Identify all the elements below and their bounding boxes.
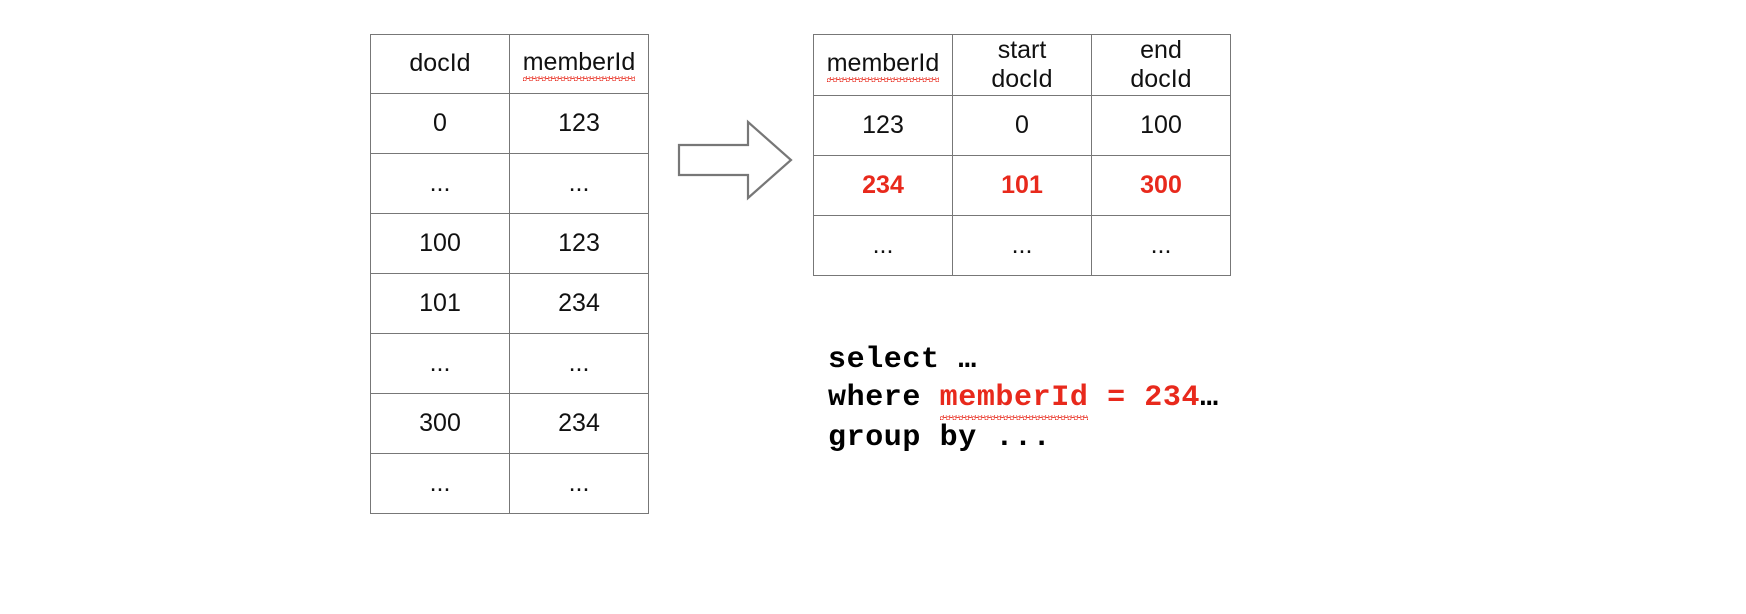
cell-start-docid: 101 [952, 155, 1092, 216]
table-header-row: memberId start docId end docId [813, 34, 1231, 96]
table-row: 100 123 [370, 213, 649, 274]
column-header-docid: docId [370, 34, 510, 94]
table-row-highlighted: 234 101 300 [813, 155, 1231, 216]
sql-keyword-groupby: group by [828, 421, 977, 455]
cell-docid: 0 [370, 93, 510, 154]
cell-memberid: 123 [509, 93, 649, 154]
cell-memberid: 123 [509, 213, 649, 274]
cell-docid: ... [370, 453, 510, 514]
block-arrow-right-icon [676, 118, 794, 202]
left-doc-member-table: docId memberId 0 123 ... ... 100 123 101… [370, 34, 649, 514]
sql-keyword-select: select [828, 343, 940, 377]
sql-line-select: select … [828, 341, 1219, 379]
cell-start-docid: ... [952, 215, 1092, 276]
column-header-memberid: memberId [813, 34, 953, 96]
table-row: ... ... [370, 153, 649, 214]
column-header-end-docid-line1: end [1140, 35, 1182, 64]
sql-groupby-rest: ... [976, 421, 1052, 455]
sql-select-rest: … [939, 343, 977, 377]
cell-end-docid: ... [1091, 215, 1231, 276]
right-member-range-table: memberId start docId end docId 123 0 100… [813, 34, 1231, 276]
cell-memberid: 123 [813, 95, 953, 156]
sql-column-memberid: memberId [939, 379, 1089, 420]
sql-where-trailing: … [1200, 381, 1219, 415]
cell-memberid: ... [813, 215, 953, 276]
cell-memberid: ... [509, 333, 649, 394]
column-header-end-docid-line2: docId [1130, 65, 1192, 93]
column-header-memberid-label: memberId [522, 48, 635, 81]
table-row: 0 123 [370, 93, 649, 154]
cell-start-docid: 0 [952, 95, 1092, 156]
column-header-docid-label: docId [409, 49, 471, 78]
column-header-end-docid: end docId [1091, 34, 1231, 96]
cell-docid: ... [370, 333, 510, 394]
sql-line-groupby: group by ... [828, 419, 1219, 457]
cell-memberid: 234 [813, 155, 953, 216]
cell-memberid: ... [509, 453, 649, 514]
cell-docid: 101 [370, 273, 510, 334]
cell-end-docid: 100 [1091, 95, 1231, 156]
table-row: ... ... ... [813, 215, 1231, 276]
table-row: 101 234 [370, 273, 649, 334]
cell-end-docid: 300 [1091, 155, 1231, 216]
cell-memberid: ... [509, 153, 649, 214]
table-row: 300 234 [370, 393, 649, 454]
column-header-memberid-label: memberId [826, 49, 939, 82]
table-row: ... ... [370, 453, 649, 514]
sql-operator-equals: = [1107, 381, 1126, 415]
column-header-memberid: memberId [509, 34, 649, 94]
cell-docid: ... [370, 153, 510, 214]
cell-memberid: 234 [509, 393, 649, 454]
cell-memberid: 234 [509, 273, 649, 334]
table-row: ... ... [370, 333, 649, 394]
sql-value-234: 234 [1144, 381, 1201, 415]
sql-keyword-where: where [828, 381, 922, 415]
column-header-start-docid: start docId [952, 34, 1092, 96]
sql-line-where: where memberId = 234… [828, 379, 1219, 420]
table-header-row: docId memberId [370, 34, 649, 94]
cell-docid: 100 [370, 213, 510, 274]
column-header-start-docid-line1: start [997, 35, 1047, 64]
sql-snippet: select … where memberId = 234… group by … [828, 341, 1219, 457]
table-row: 123 0 100 [813, 95, 1231, 156]
column-header-start-docid-line2: docId [991, 65, 1053, 93]
cell-docid: 300 [370, 393, 510, 454]
